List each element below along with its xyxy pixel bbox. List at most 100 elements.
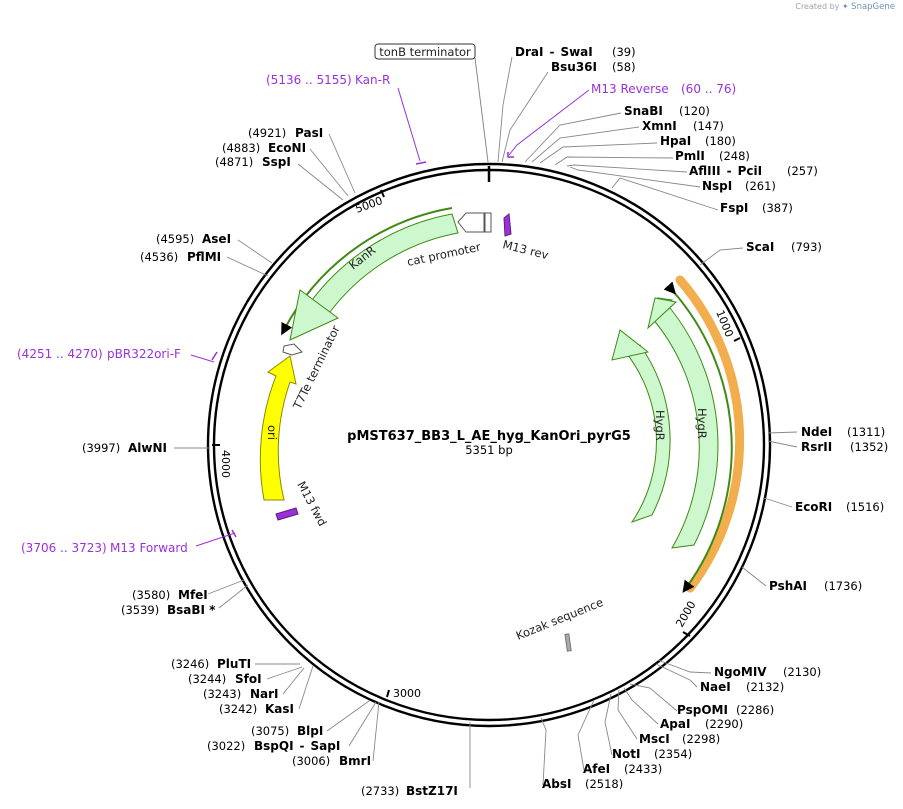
m13-fwd-feature <box>275 507 299 521</box>
svg-text:AflIII-PciI: AflIII-PciI <box>689 164 762 178</box>
site-labels: DraI-SwaI (39) Bsu36I (58) SnaBI (120) X… <box>82 45 888 798</box>
site-name: AseI <box>202 232 231 246</box>
site-name: AlwNI <box>128 441 167 455</box>
m13-rev-label: M13 rev <box>501 237 550 262</box>
site-name: PmlI <box>675 149 705 163</box>
site-name: PspOMI <box>677 703 728 717</box>
site-nari: (3243) NarI <box>203 687 279 701</box>
site-name: HpaI <box>660 134 691 148</box>
site-name-2: PciI <box>738 164 763 178</box>
site-name: PluTI <box>217 657 251 671</box>
credit-line: Created by ✦ SnapGene <box>795 2 895 12</box>
site-pos: (3580) <box>132 588 170 602</box>
orf-orange-arc <box>675 275 745 593</box>
site-pos: (3243) <box>203 687 241 701</box>
site-name: PasI <box>295 126 323 140</box>
site-name: EcoNI <box>268 141 306 155</box>
tonb-feature <box>484 212 492 233</box>
hygr-outer-label: HygR <box>695 408 709 439</box>
site-pos: (58) <box>612 60 636 74</box>
site-name: BspQI <box>254 739 294 753</box>
snapgene-logo-icon: ✦ <box>841 2 849 11</box>
kozak-label: Kozak sequence <box>514 595 605 643</box>
site-name: FspI <box>720 201 748 215</box>
site-pos: (3006) <box>292 754 330 768</box>
tick-3000: 3000 <box>386 687 421 700</box>
primer-kan-r: (5136 .. 5155) Kan-R <box>266 73 427 165</box>
site-pos: (2733) <box>361 784 399 798</box>
primer-range-m13-reverse: (60 .. 76) <box>681 82 736 96</box>
site-kasi: (3242) KasI <box>219 702 294 716</box>
site-dral-swal: DraI-SwaI (39) <box>515 45 636 59</box>
svg-text:BspQI-SapI: BspQI-SapI <box>254 739 340 753</box>
tick-5000: 5000 <box>354 189 385 216</box>
primer-m13-reverse: M13 Reverse (60 .. 76) <box>507 82 736 158</box>
primer-label-kan-r: Kan-R <box>355 73 390 87</box>
site-name: NaeI <box>700 680 731 694</box>
site-name: NarI <box>250 687 279 701</box>
primer-label-m13-forward: M13 Forward <box>110 541 188 555</box>
site-name: NotI <box>612 747 641 761</box>
site-pos: (1736) <box>824 579 862 593</box>
site-xmni: XmnI (147) <box>642 119 724 133</box>
site-pos: (248) <box>719 149 750 163</box>
site-pspomi: PspOMI (2286) <box>677 703 774 717</box>
ori-arrow <box>259 355 297 501</box>
site-bsabi: (3539) BsaBI * <box>121 603 216 617</box>
hygr-inner-head <box>611 329 650 361</box>
site-bmri: (3006) BmrI <box>292 754 371 768</box>
site-sfoi: (3244) SfoI <box>188 672 262 686</box>
orf-green-arc <box>663 281 733 593</box>
primer-label-m13-reverse: M13 Reverse <box>591 82 669 96</box>
primer-range-m13-forward: (3706 .. 3723) <box>21 541 107 555</box>
site-bspqi-sapi: (3022) BspQI-SapI <box>207 739 340 753</box>
tick-4000: 4000 <box>212 444 232 478</box>
m13-fwd-label: M13 fwd <box>294 479 329 529</box>
site-joiner: - <box>549 45 554 59</box>
site-pos: (2518) <box>585 777 623 791</box>
site-noti: NotI (2354) <box>612 747 692 761</box>
site-pos: (120) <box>679 104 710 118</box>
ori-label: ori <box>265 425 279 440</box>
site-pos: (3997) <box>82 441 120 455</box>
site-name: BsaBI * <box>167 603 216 617</box>
tick-label-4000: 4000 <box>219 450 232 478</box>
site-name: RsrII <box>801 440 832 454</box>
site-sspi: (4871) SspI <box>215 155 291 169</box>
site-pos: (2130) <box>783 665 821 679</box>
site-name: BstZ17I <box>406 784 458 798</box>
site-pluti: (3246) PluTI <box>171 657 251 671</box>
primer-range-pbr322ori-f: (4251 .. 4270) <box>17 347 103 361</box>
site-name: NgoMIV <box>714 665 767 679</box>
primer-m13-forward: (3706 .. 3723) M13 Forward <box>21 529 237 555</box>
site-scai: ScaI (793) <box>746 240 822 254</box>
site-name: AfeI <box>583 762 610 776</box>
site-pos: (4595) <box>156 232 194 246</box>
site-name: PshAI <box>769 579 807 593</box>
site-pos: (2433) <box>624 762 662 776</box>
site-hpai: HpaI (180) <box>660 134 736 148</box>
site-rsrii: RsrII (1352) <box>801 440 888 454</box>
site-apai: ApaI (2290) <box>660 717 743 731</box>
t7te-feature <box>282 343 303 356</box>
credit-prefix: Created by <box>795 2 840 11</box>
site-name: DraI <box>515 45 543 59</box>
site-fspi: FspI (387) <box>720 201 793 215</box>
site-pos: (793) <box>791 240 822 254</box>
site-pos: (2290) <box>705 717 743 731</box>
site-name: BlpI <box>297 724 323 738</box>
site-pos: (2286) <box>736 703 774 717</box>
site-pasi: (4921) PasI <box>248 126 323 140</box>
site-name: XmnI <box>642 119 677 133</box>
site-pos: (3244) <box>188 672 226 686</box>
site-pflmi: (4536) PflMI <box>140 250 221 264</box>
site-pos: (39) <box>612 45 636 59</box>
plasmid-size: 5351 bp <box>465 443 513 457</box>
site-pshai: PshAI (1736) <box>769 579 862 593</box>
site-name: SfoI <box>235 672 262 686</box>
site-name: SspI <box>262 155 291 169</box>
site-alwni: (3997) AlwNI <box>82 441 167 455</box>
site-ecori: EcoRI (1516) <box>795 500 884 514</box>
site-pos: (1352) <box>850 440 888 454</box>
